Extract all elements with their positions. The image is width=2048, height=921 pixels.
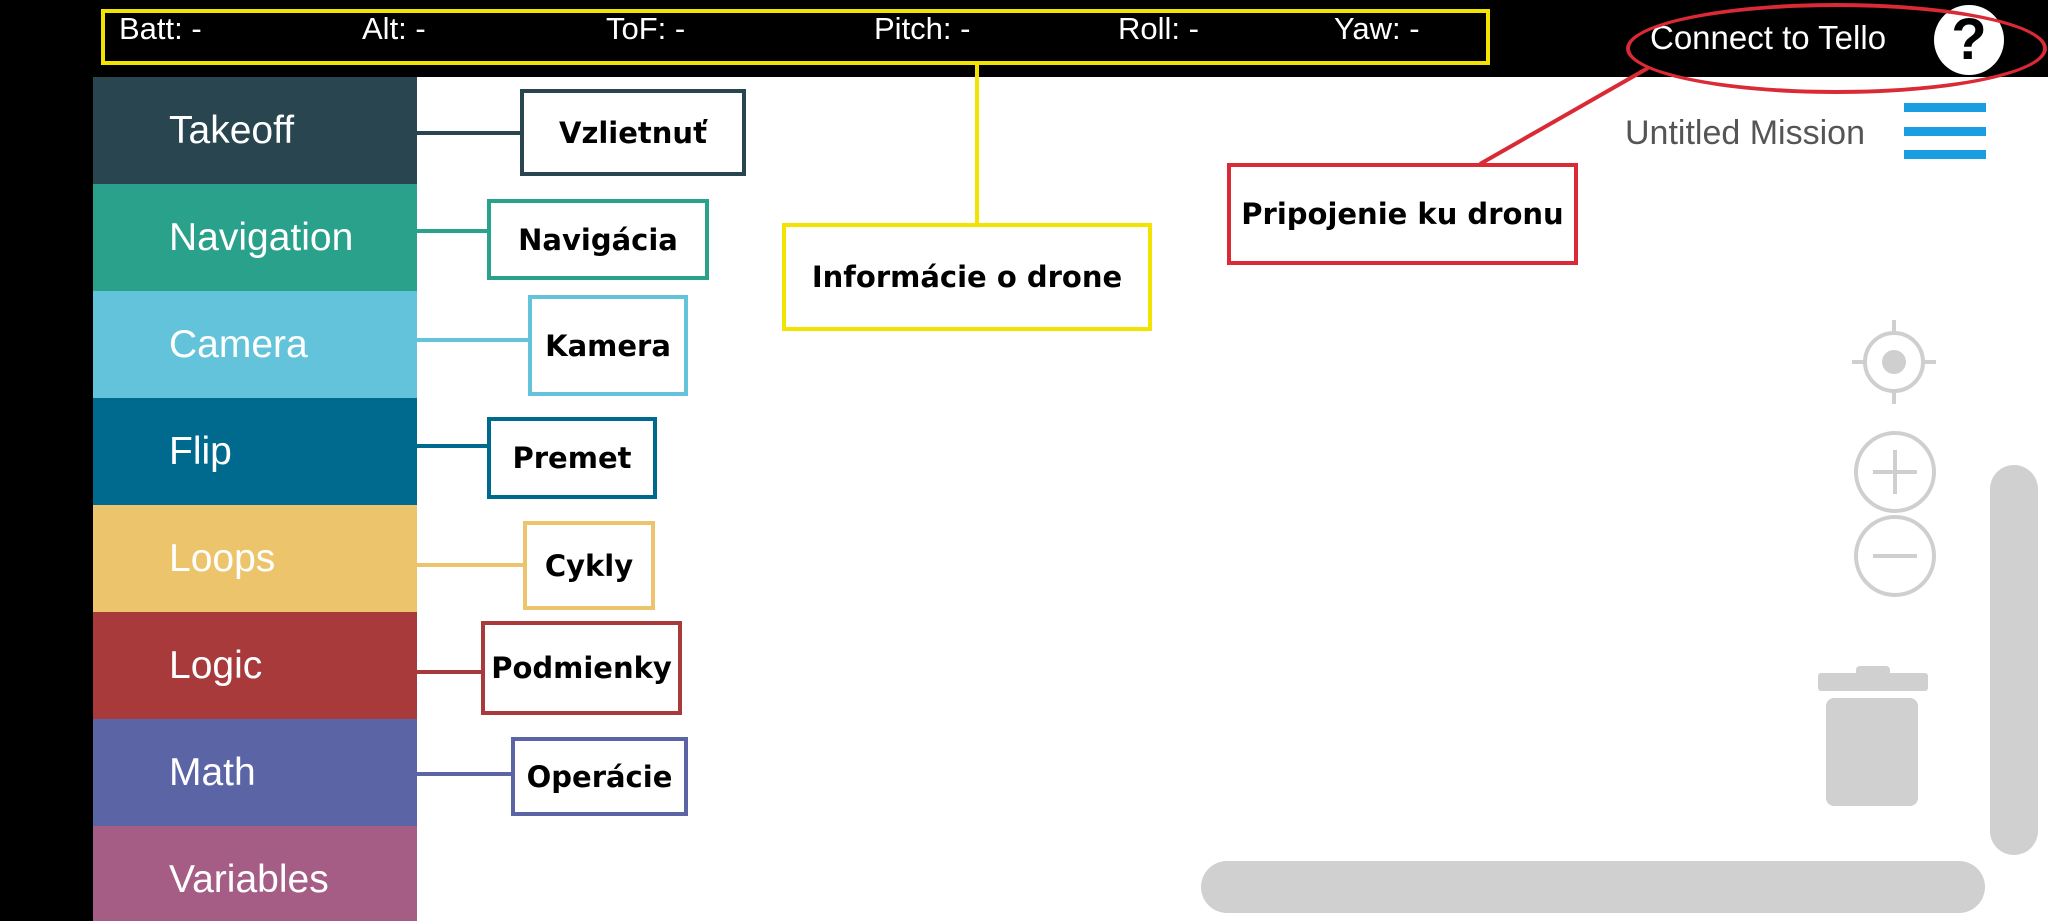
math-connector [417,772,513,776]
connection-highlight-ellipse [1626,3,2047,94]
category-navigation[interactable]: Navigation [93,184,417,291]
category-toolbox: Takeoff Navigation Camera Flip Loops Log… [93,77,417,921]
navigation-connector [417,229,488,233]
telemetry-highlight-frame [101,9,1490,65]
telemetry-pitch: Pitch: - [874,11,971,46]
logic-connector [417,670,483,674]
category-loops[interactable]: Loops [93,505,417,612]
annotation-math: Operácie [511,737,688,816]
category-math[interactable]: Math [93,719,417,826]
drone-info-connector [975,65,979,225]
vertical-scrollbar[interactable] [1990,465,2038,855]
telemetry-battery: Batt: - [119,11,202,46]
category-variables[interactable]: Variables [93,826,417,921]
category-logic[interactable]: Logic [93,612,417,719]
annotation-drone-info: Informácie o drone [782,223,1152,331]
horizontal-scrollbar[interactable] [1201,861,1985,913]
hamburger-menu-icon[interactable] [1904,103,1986,159]
plus-circle-icon[interactable] [1853,430,1937,514]
annotation-connection: Pripojenie ku dronu [1227,163,1578,265]
flip-connector [417,444,488,448]
category-takeoff[interactable]: Takeoff [93,77,417,184]
category-camera[interactable]: Camera [93,291,417,398]
annotation-flip: Premet [487,417,657,499]
crosshair-icon[interactable] [1850,318,1938,406]
trash-can-icon[interactable] [1818,664,1928,808]
takeoff-connector [417,131,521,135]
telemetry-roll: Roll: - [1118,11,1199,46]
annotation-navigation: Navigácia [487,199,709,280]
mission-title[interactable]: Untitled Mission [1625,114,1865,152]
telemetry-tof: ToF: - [606,11,686,46]
minus-circle-icon[interactable] [1853,514,1937,598]
annotation-takeoff: Vzlietnuť [520,89,746,176]
annotation-logic: Podmienky [481,621,682,715]
connection-connector [1479,66,1649,166]
telemetry-yaw: Yaw: - [1334,11,1420,46]
camera-connector [417,338,529,342]
annotation-camera: Kamera [528,295,688,396]
annotation-loops: Cykly [523,521,655,610]
telemetry-altitude: Alt: - [362,11,426,46]
category-flip[interactable]: Flip [93,398,417,505]
blocks-workspace[interactable] [93,77,2048,921]
loops-connector [417,563,525,567]
